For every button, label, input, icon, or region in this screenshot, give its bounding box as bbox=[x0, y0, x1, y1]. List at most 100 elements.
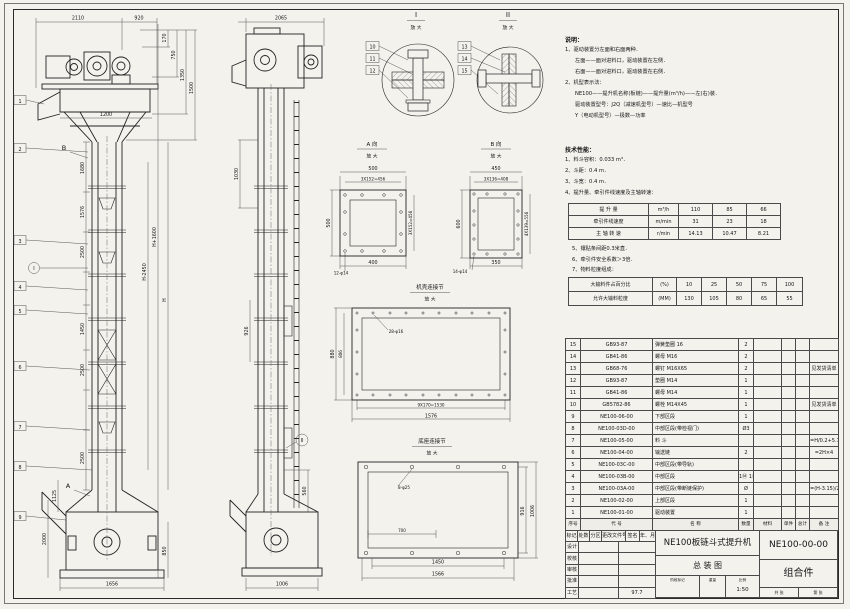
part-weight-total bbox=[795, 494, 810, 507]
part-material bbox=[753, 386, 782, 399]
spec-value-2: 10.47 bbox=[712, 227, 747, 240]
size-value-4: 75 bbox=[751, 277, 777, 292]
spec-unit: m³/h bbox=[648, 203, 679, 216]
part-remark bbox=[809, 458, 839, 471]
part-weight-total bbox=[795, 350, 810, 363]
detail-b-subtitle: 放 大 bbox=[490, 153, 501, 160]
dim-front-head-750: 750 bbox=[171, 50, 177, 59]
tech-lines-before: 1、料斗容积：0.033 m³．2、斗距：0.4 m．3、斗宽：0.4 m．4、… bbox=[565, 155, 837, 199]
balloon-14: 14 bbox=[461, 57, 467, 63]
header-material: 材料 bbox=[753, 518, 782, 531]
part-remark: =H/0.2+5.75 bbox=[809, 434, 839, 447]
side-elevation-view bbox=[229, 27, 323, 577]
size-value-4: 65 bbox=[751, 291, 777, 306]
part-qty: 2 bbox=[738, 446, 754, 459]
part-qty: 1 bbox=[738, 410, 754, 423]
part-weight-each bbox=[781, 446, 796, 459]
signature-grid: 设计 校核 审核 批准 工艺 bbox=[565, 540, 656, 599]
part-number: 7 bbox=[565, 434, 581, 447]
part-remark bbox=[809, 338, 839, 351]
size-value-1: 130 bbox=[676, 291, 702, 306]
part-number: 4 bbox=[565, 470, 581, 483]
part-weight-each bbox=[781, 470, 796, 483]
part-weight-each bbox=[781, 338, 796, 351]
tech-line: 1、料斗容积：0.033 m³． bbox=[565, 157, 629, 163]
balloon-7: 7 bbox=[18, 425, 21, 431]
signature-name bbox=[578, 563, 619, 577]
part-name: 料 斗 bbox=[652, 434, 739, 447]
part-qty: 1 bbox=[738, 494, 754, 507]
part-number: 9 bbox=[565, 410, 581, 423]
detail-b-view: B 向 放 大 450 3X136=408 600 4X139=556 bbox=[453, 140, 531, 274]
size-value-5: 100 bbox=[776, 277, 803, 292]
dim-front-top-920: 920 bbox=[134, 16, 143, 22]
part-qty: 2 bbox=[738, 338, 754, 351]
revision-headers: 标记 处数 分区 更改文件号 签名 年、月、日 bbox=[565, 530, 656, 542]
part-weight-total bbox=[795, 506, 810, 519]
spec-row: 牵引件线速度 m/min 31 23 18 bbox=[568, 215, 781, 228]
detail-a-view: A 向 放 大 500 3X152=456 500 3X152=456 400 bbox=[326, 140, 415, 276]
notes-section: 说明： 1、驱动装置分左面和右面两种．左面——面对进料口，驱动装置在左侧．右面—… bbox=[565, 36, 837, 122]
part-number: 10 bbox=[565, 398, 581, 411]
detail-ii: II 放 大 13 14 15 bbox=[457, 11, 544, 114]
part-material bbox=[753, 410, 782, 423]
part-material bbox=[753, 434, 782, 447]
detail-i-title: I bbox=[415, 11, 417, 19]
parts-list-table: 15 GB93-87 弹簧垫圈 16 2 14 GB41-86 螺母 M16 2… bbox=[565, 338, 839, 531]
part-remark bbox=[809, 506, 839, 519]
part-weight-total bbox=[795, 338, 810, 351]
header-name: 名 称 bbox=[652, 518, 739, 531]
base-joint-bolt-holes bbox=[363, 464, 507, 556]
part-remark bbox=[809, 386, 839, 399]
notes-lines: 1、驱动装置分左面和右面两种．左面——面对进料口，驱动装置在左侧．右面——面对进… bbox=[565, 45, 837, 122]
signature-name bbox=[578, 586, 619, 599]
base-joint-subtitle: 放 大 bbox=[426, 450, 437, 457]
part-code: NE100-05-00 bbox=[580, 434, 653, 447]
rev-mark: 标记 bbox=[565, 530, 578, 542]
part-code: NE100-06-00 bbox=[580, 410, 653, 423]
part-code: NE100-03B-00 bbox=[580, 470, 653, 483]
parts-list-row: 5 NE100-03C-00 中部区段(带导轨) bbox=[565, 458, 839, 471]
part-weight-total bbox=[795, 470, 810, 483]
dim-front-top-2110: 2110 bbox=[72, 16, 84, 22]
part-weight-each bbox=[781, 458, 796, 471]
dim-front-left-2500a: 2500 bbox=[80, 246, 86, 258]
balloon-5: 5 bbox=[18, 309, 21, 315]
tech-line: 4、提升量、牵引件线速度及主轴转速： bbox=[565, 190, 657, 196]
note-line: NE100——提升机名称(板链)——提升量(m³/h)——左(右)装． bbox=[575, 91, 721, 97]
signature-name bbox=[578, 575, 619, 588]
part-name: 上部区段 bbox=[652, 494, 739, 507]
parts-list-row: 8 NE100-03D-00 中部区段(带检视门) Ø3 bbox=[565, 422, 839, 435]
dim-front-2000: 2000 bbox=[42, 533, 48, 545]
part-name: 中部区段 bbox=[652, 470, 739, 483]
spec-value-1: 31 bbox=[678, 215, 713, 228]
part-code: GB41-86 bbox=[580, 350, 653, 363]
part-weight-total bbox=[795, 446, 810, 459]
part-remark: 见发货清单 bbox=[809, 362, 839, 375]
dim-front-head-1350: 1350 bbox=[180, 69, 186, 81]
parts-list-row: 2 NE100-02-00 上部区段 1 bbox=[565, 494, 839, 507]
header-weight-each: 单件 bbox=[781, 518, 796, 531]
dim-b-holes-callout: 14-φ14 bbox=[453, 269, 468, 274]
part-material bbox=[753, 422, 782, 435]
part-qty: 1 bbox=[738, 386, 754, 399]
part-material bbox=[753, 482, 782, 495]
parts-list-row: 15 GB93-87 弹簧垫圈 16 2 bbox=[565, 338, 839, 351]
casing-joint-subtitle: 放 大 bbox=[424, 296, 435, 303]
header-code: 代 号 bbox=[580, 518, 653, 531]
part-name: 下部区段 bbox=[652, 410, 739, 423]
sheet-inner-border bbox=[13, 9, 839, 599]
balloon-4: 4 bbox=[18, 285, 21, 291]
part-weight-total bbox=[795, 410, 810, 423]
dim-a-bottom-400: 400 bbox=[368, 260, 377, 266]
scale-cell: 比例 1:50 bbox=[725, 575, 760, 598]
dim-b-right-spacing: 4X139=556 bbox=[524, 211, 529, 236]
part-remark: =(H-3.15)/2.5 bbox=[809, 482, 839, 495]
spec-label: 主 轴 转 速 bbox=[568, 227, 649, 240]
size-label: 允许大输料粒度 bbox=[568, 291, 653, 306]
spec-unit: m/min bbox=[648, 215, 679, 228]
part-material bbox=[753, 494, 782, 507]
dim-side-926: 926 bbox=[244, 326, 250, 335]
signature-name bbox=[578, 540, 619, 554]
signature-date: 97.7 bbox=[618, 586, 656, 599]
